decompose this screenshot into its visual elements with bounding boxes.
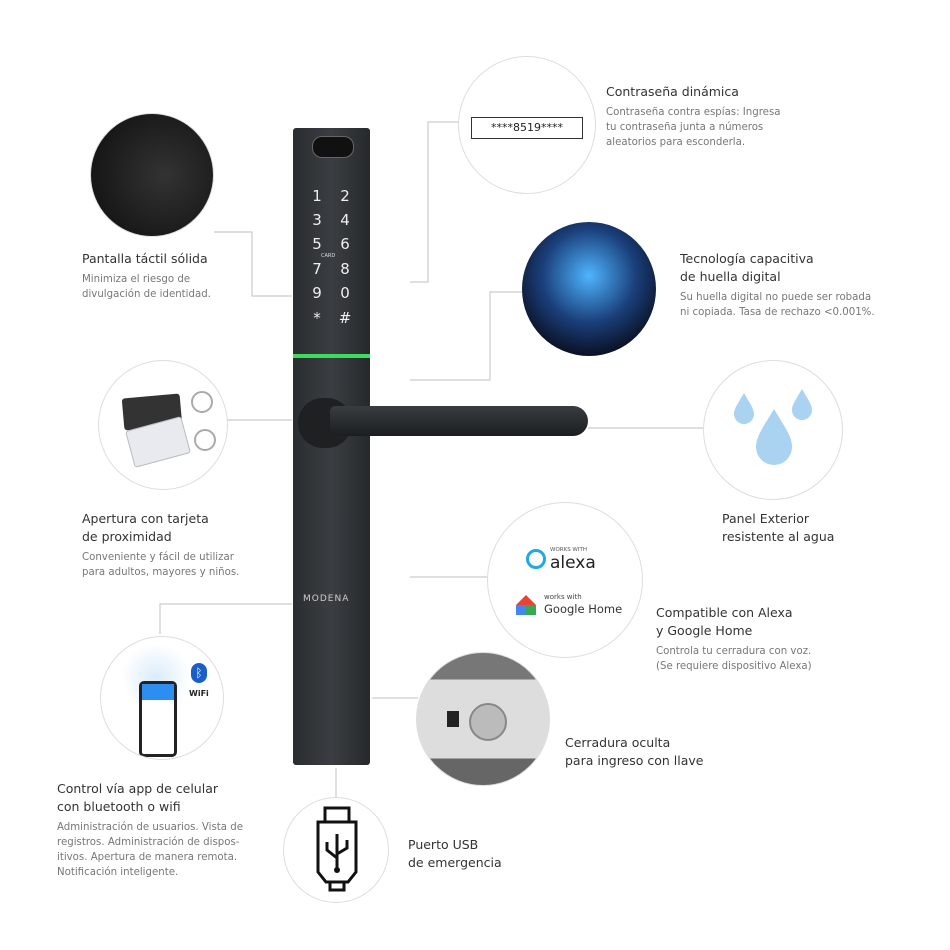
key-4[interactable]: 4 — [340, 211, 350, 229]
smart-title-2: y Google Home — [656, 623, 753, 638]
fingerprint-image — [522, 222, 656, 356]
brand-label: MODENA — [303, 594, 350, 604]
app-desc-1: Administración de usuarios. Vista de — [57, 822, 243, 833]
usb-icon — [316, 806, 358, 892]
app-title-1: Control vía app de celular — [57, 781, 218, 796]
password-image: ****8519**** — [458, 56, 596, 194]
smart-home-image: WORKS WITH alexa works with Google Home — [487, 502, 643, 658]
usb-image — [283, 797, 389, 903]
usb-title-1: Puerto USB — [408, 837, 479, 852]
key-6[interactable]: 6 — [340, 235, 350, 253]
key-title-2: para ingreso con llave — [565, 753, 704, 768]
wifi-icon: WiFi — [189, 689, 209, 698]
usb-title-2: de emergencia — [408, 855, 502, 870]
password-title: Contraseña dinámica — [606, 84, 739, 99]
touch-desc-1: Minimiza el riesgo de — [82, 274, 191, 285]
card-title-2: de proximidad — [82, 529, 172, 544]
key-1[interactable]: 1 — [312, 187, 322, 205]
lock-body: 1 2 3 4 5 6 CARD 7 8 9 0 * # MODENA — [293, 128, 370, 765]
alexa-label: alexa — [550, 553, 596, 573]
key-0[interactable]: 0 — [340, 284, 350, 302]
water-drops-image — [703, 360, 843, 500]
key-2[interactable]: 2 — [340, 187, 350, 205]
google-home-label: Google Home — [544, 602, 623, 616]
key-hash[interactable]: # — [338, 309, 352, 327]
app-desc-4: Notificación inteligente. — [57, 867, 179, 878]
google-small-label: works with — [544, 593, 582, 601]
password-desc-2: tu contraseña junta a números — [606, 122, 764, 133]
key-5[interactable]: 5 — [312, 235, 322, 253]
hidden-key-image — [416, 652, 550, 786]
water-title-2: resistente al agua — [722, 529, 835, 544]
password-desc-1: Contraseña contra espías: Ingresa — [606, 107, 781, 118]
alexa-icon — [526, 549, 546, 569]
key-7[interactable]: 7 — [312, 260, 322, 278]
handle-lever — [330, 406, 588, 436]
smart-desc-1: Controla tu cerradura con voz. — [656, 646, 812, 657]
app-title-2: con bluetooth o wifi — [57, 799, 181, 814]
card-label: CARD — [321, 253, 336, 259]
app-image: ᛒ WiFi — [100, 636, 224, 760]
fingerprint-desc-2: ni copiada. Tasa de rechazo <0.001%. — [680, 307, 875, 318]
app-desc-2: registros. Administración de dispos- — [57, 837, 240, 848]
app-desc-3: itivos. Apertura de manera remota. — [57, 852, 238, 863]
key-3[interactable]: 3 — [312, 211, 322, 229]
key-9[interactable]: 9 — [312, 284, 322, 302]
fingerprint-title-2: de huella digital — [680, 269, 781, 284]
bluetooth-icon: ᛒ — [191, 663, 207, 683]
card-title-1: Apertura con tarjeta — [82, 511, 209, 526]
smart-desc-2: (Se requiere dispositivo Alexa) — [656, 661, 812, 672]
key-star[interactable]: * — [313, 309, 321, 327]
touch-desc-2: divulgación de identidad. — [82, 289, 211, 300]
card-desc-1: Conveniente y fácil de utilizar — [82, 552, 234, 563]
proximity-card-image — [98, 360, 228, 490]
fingerprint-desc-1: Su huella digital no puede ser robada — [680, 292, 872, 303]
water-title-1: Panel Exterior — [722, 511, 809, 526]
smart-title-1: Compatible con Alexa — [656, 605, 793, 620]
touch-title: Pantalla táctil sólida — [82, 251, 208, 266]
water-drop-icon — [734, 389, 812, 465]
key-8[interactable]: 8 — [340, 260, 350, 278]
key-title-1: Cerradura oculta — [565, 735, 671, 750]
alexa-small-label: WORKS WITH — [550, 547, 587, 553]
keypad: 1 2 3 4 5 6 CARD 7 8 9 0 * # — [293, 183, 370, 333]
touchscreen-image — [90, 113, 214, 237]
fingerprint-sensor — [312, 136, 354, 158]
password-desc-3: aleatorios para esconderla. — [606, 137, 746, 148]
card-desc-2: para adultos, mayores y niños. — [82, 567, 240, 578]
google-home-icon — [516, 595, 536, 605]
password-example: ****8519**** — [471, 117, 583, 139]
smartphone-icon — [139, 681, 177, 757]
status-light-bar — [293, 354, 370, 358]
fingerprint-title-1: Tecnología capacitiva — [680, 251, 814, 266]
